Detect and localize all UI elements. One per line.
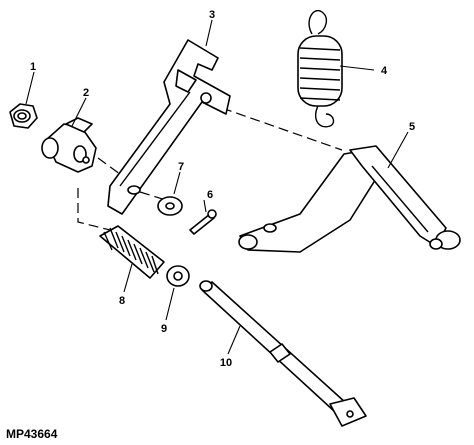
leader-4 [339,65,375,71]
part-bracket-plate [107,39,231,215]
part-hex-nut [9,103,38,129]
callout-6: 6 [207,189,213,201]
part-extension-spring [297,9,343,128]
part-cotter-pin [189,209,217,235]
callout-3: 3 [209,9,215,21]
alignment-line-pedal [221,107,343,151]
part-compression-spring [99,225,165,279]
callout-10: 10 [220,357,232,369]
callout-2: 2 [83,87,89,99]
leader-6 [203,199,207,213]
part-washer-lower [166,265,190,287]
callout-5: 5 [409,121,415,133]
leader-10 [227,325,241,355]
callout-8: 8 [119,295,125,307]
part-brake-rod [199,280,367,427]
callout-1: 1 [30,61,36,73]
figure-id: MP43664 [6,427,58,441]
leader-7 [173,171,181,195]
part-washer-upper [157,196,183,216]
leader-2 [71,97,87,127]
part-pedal-arm [238,145,461,253]
callout-7: 7 [178,161,184,173]
leader-3 [205,19,213,47]
callout-4: 4 [381,65,388,77]
leader-9 [165,287,175,321]
leader-5 [387,131,409,169]
leader-8 [123,263,133,293]
part-clevis [41,117,97,173]
callout-9: 9 [161,323,167,335]
leader-1 [25,71,35,105]
leader-lines [25,19,409,355]
alignment-line-spring [77,188,119,233]
callouts: 1 2 3 4 5 6 7 8 9 10 [30,9,415,369]
